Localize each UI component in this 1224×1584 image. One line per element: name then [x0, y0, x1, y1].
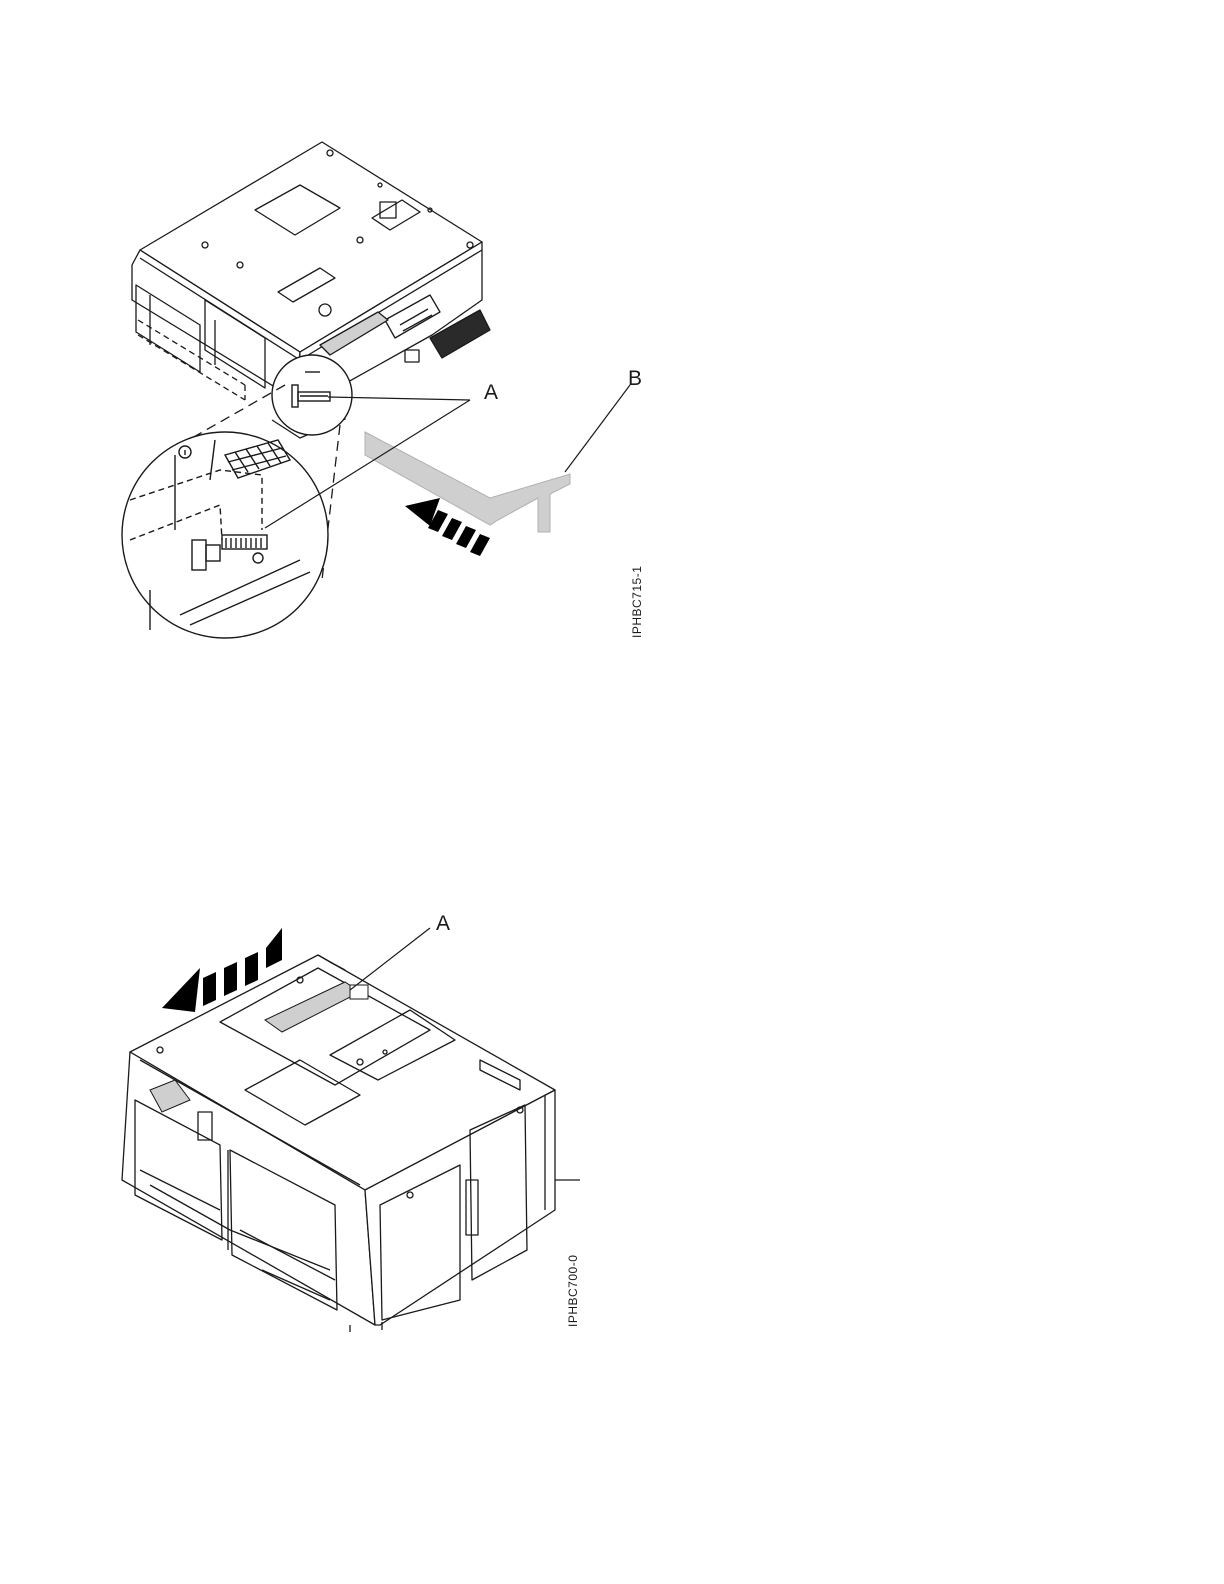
figure-1-detail-circle-small [272, 355, 352, 435]
figure-1-id: IPHBC715-1 [630, 566, 644, 638]
figure-2-leader-line [350, 928, 430, 990]
figure-1-detail-circle-large [122, 432, 328, 638]
callout-a-label-2: A [436, 912, 450, 935]
figure-2-id: IPHBC700-0 [566, 1255, 580, 1327]
callout-a-label: A [484, 381, 498, 404]
figure-2-chassis-drawer [122, 955, 580, 1332]
callout-b-label: B [628, 367, 642, 390]
